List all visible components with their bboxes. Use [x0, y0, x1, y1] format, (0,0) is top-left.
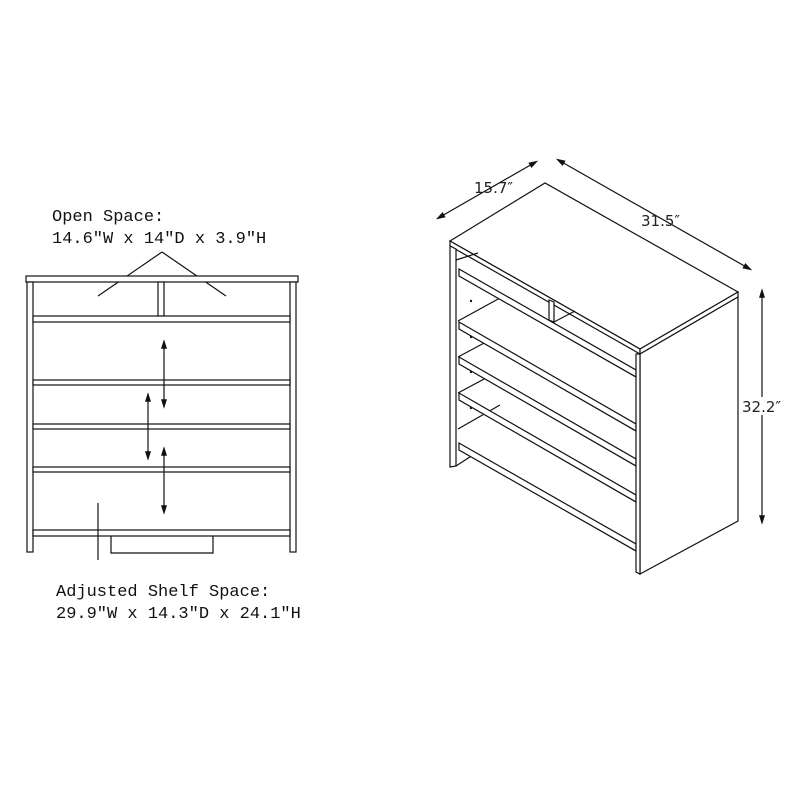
kick-plate — [110, 536, 214, 554]
shelf-4 — [32, 466, 291, 473]
isometric-view: 15.7″ 31.5″ 32.2″ — [435, 158, 784, 576]
shelf-3 — [32, 423, 291, 430]
right-panel-front-edge — [635, 353, 641, 575]
left-side-panel — [26, 281, 34, 553]
shelf-space-label: Adjusted Shelf Space: — [56, 583, 270, 602]
divider-back — [553, 310, 576, 323]
depth-dimension-label: 15.7″ — [474, 179, 513, 197]
back-line-1 — [455, 252, 479, 261]
back-line-2 — [457, 297, 501, 322]
bottom-shelf — [32, 529, 291, 537]
shelf-1 — [32, 315, 291, 323]
top-board — [25, 275, 299, 283]
open-space-callout-left — [97, 251, 163, 297]
peg-hole — [469, 299, 473, 303]
open-space-callout-right — [161, 251, 227, 297]
width-dimension-label: 31.5″ — [641, 212, 680, 230]
shelf-space-dimensions: 29.9"W x 14.3"D x 24.1"H — [56, 605, 301, 624]
right-side-panel — [289, 281, 297, 553]
depth-dimension-arrow — [435, 160, 539, 220]
left-panel-edge — [449, 245, 457, 468]
front-view: Open Space: 14.6"W x 14"D x 3.9"H Adjust… — [25, 208, 301, 624]
back-line-5 — [457, 404, 501, 430]
back-line-4 — [457, 377, 487, 394]
iso-bottom-shelf — [458, 441, 637, 553]
open-space-dimensions: 14.6"W x 14"D x 3.9"H — [52, 230, 266, 249]
height-dimension-label: 32.2″ — [742, 398, 781, 416]
height-label-bg — [740, 397, 784, 415]
shelf-2 — [32, 379, 291, 386]
open-space-label: Open Space: — [52, 208, 164, 227]
center-divider — [157, 281, 165, 317]
back-line-3 — [457, 341, 487, 358]
width-dimension-arrow — [555, 158, 753, 271]
iso-center-divider — [548, 299, 555, 323]
